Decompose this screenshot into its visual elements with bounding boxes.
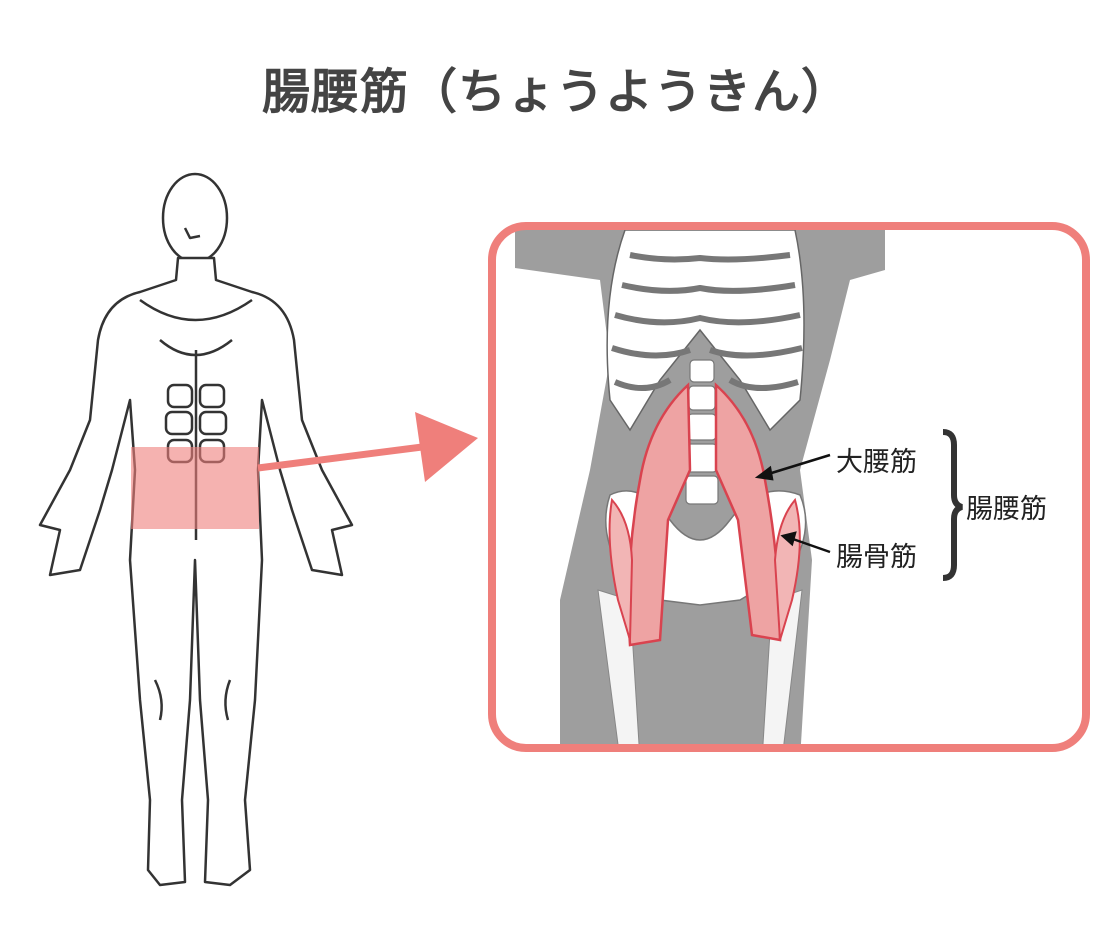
zoom-arrow: [257, 412, 478, 482]
highlight-region: [131, 447, 259, 529]
label-iliopsoas: 腸腰筋: [966, 494, 1047, 525]
psoas-muscle: [627, 382, 782, 647]
body-figure: [38, 172, 354, 887]
bracket: [942, 429, 963, 581]
page-title: 腸腰筋（ちょうようきん）: [261, 64, 850, 120]
inset-frame: [488, 222, 1090, 752]
inset-view: [492, 226, 1086, 748]
label-iliacus: 腸骨筋: [836, 542, 917, 573]
label-psoas-major: 大腰筋: [836, 447, 917, 478]
